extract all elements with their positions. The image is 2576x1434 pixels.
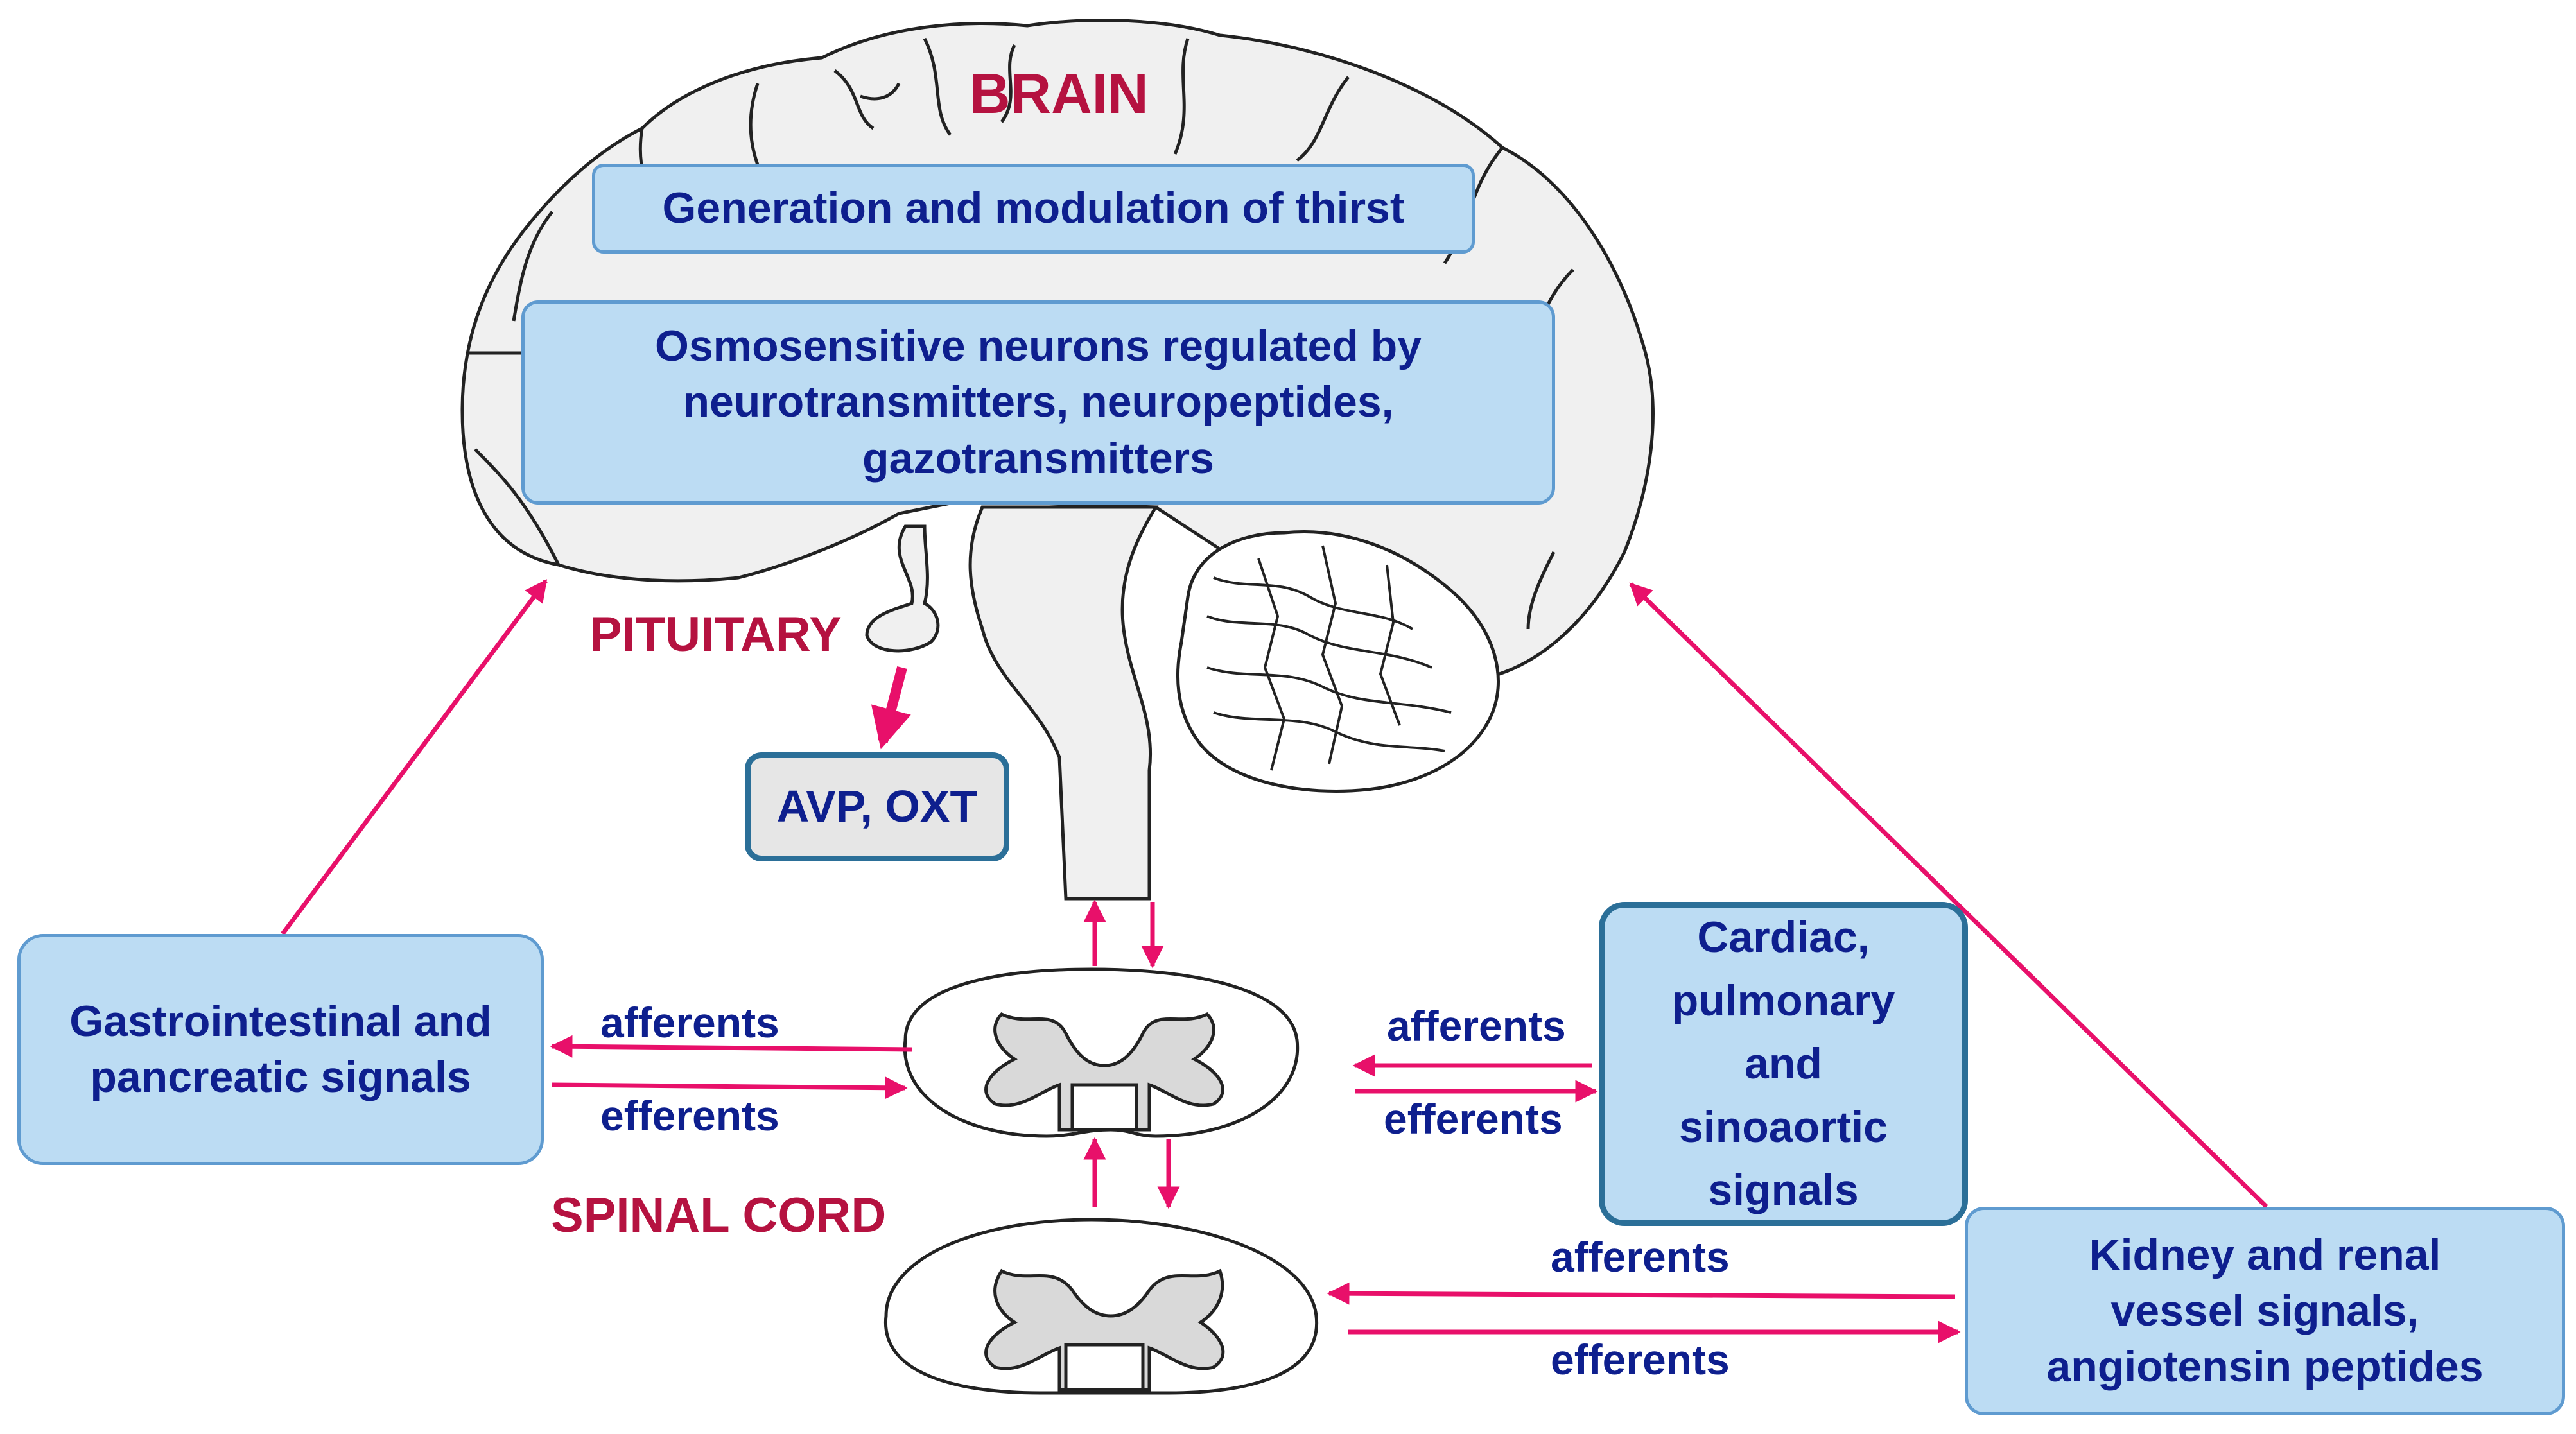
arrow-pituitary-to-avp (871, 666, 911, 750)
gastrointestinal-line2: pancreatic signals (90, 1053, 471, 1101)
osmosensitive-line1: Osmosensitive neurons regulated by (654, 322, 1422, 371)
mid-efferents-label: efferents (1384, 1095, 1563, 1143)
cardiac-line5: signals (1708, 1166, 1859, 1215)
kidney-line2: vessel signals, (2110, 1286, 2419, 1335)
mid-afferents-label: afferents (1387, 1002, 1566, 1050)
gastrointestinal-box: Gastrointestinal and pancreatic signals (17, 934, 544, 1165)
cardiac-line2: pulmonary (1671, 976, 1895, 1025)
arrows (281, 579, 2268, 1343)
osmosensitive-line2: neurotransmitters, neuropeptides, (683, 377, 1394, 427)
avp-oxt-text: AVP, OXT (776, 781, 978, 832)
avp-oxt-box: AVP, OXT (745, 752, 1009, 861)
thirst-box: Generation and modulation of thirst (592, 164, 1475, 254)
kidney-line1: Kidney and renal (2089, 1230, 2441, 1279)
arrow-low-afferent (1327, 1282, 1956, 1305)
cardiac-box: Cardiac, pulmonary and sinoaortic signal… (1599, 902, 1968, 1226)
brainstem (968, 505, 1159, 901)
osmosensitive-line3: gazotransmitters (862, 433, 1214, 483)
cardiac-line1: Cardiac, (1697, 913, 1870, 962)
low-afferents-label: afferents (1551, 1233, 1730, 1281)
arrow-gi-to-brain (281, 579, 548, 936)
left-afferents-label: afferents (600, 999, 779, 1046)
osmosensitive-box: Osmosensitive neurons regulated by neuro… (521, 300, 1555, 505)
thirst-text: Generation and modulation of thirst (662, 184, 1405, 233)
cerebellum (1176, 530, 1500, 793)
kidney-box: Kidney and renal vessel signals, angiote… (1965, 1207, 2565, 1415)
low-efferents-label: efferents (1551, 1336, 1730, 1383)
arrow-left-afferent (550, 1035, 912, 1058)
cardiac-line3: and (1745, 1039, 1822, 1089)
kidney-line3: angiotensin peptides (2046, 1342, 2484, 1392)
arrow-kidney-to-brain (1629, 582, 2268, 1209)
pituitary-gland (865, 524, 940, 653)
left-efferents-label: efferents (600, 1092, 779, 1139)
arrow-left-efferent (552, 1076, 908, 1100)
gastrointestinal-line1: Gastrointestinal and (69, 996, 492, 1046)
spinal-cord-lower (883, 1218, 1319, 1395)
cardiac-line4: sinoaortic (1679, 1102, 1888, 1152)
spinal-cord-upper (903, 967, 1300, 1138)
pituitary-title: PITUITARY (589, 607, 842, 662)
spinal-cord-title: SPINAL CORD (551, 1188, 887, 1243)
brain-title: BRAIN (970, 62, 1149, 125)
